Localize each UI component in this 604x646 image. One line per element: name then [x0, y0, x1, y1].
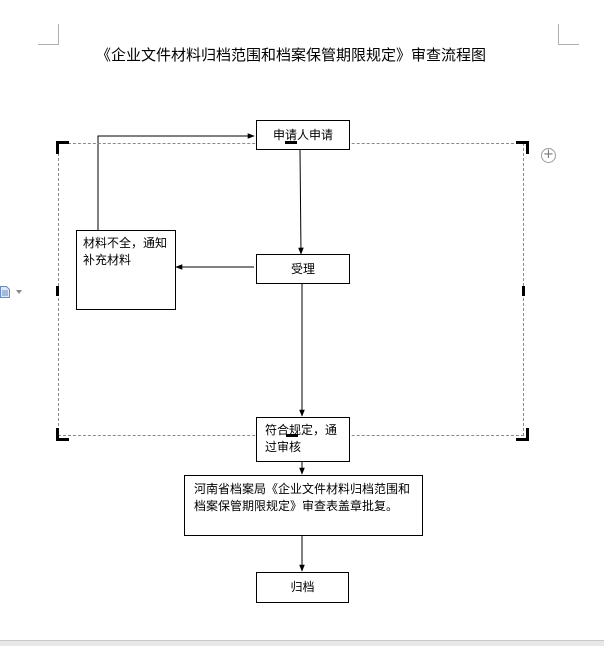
- node-bureau-approval[interactable]: 河南省档案局《企业文件材料归档范围和档案保管期限规定》审查表盖章批复。: [184, 475, 423, 536]
- selection-handle-right[interactable]: [522, 286, 525, 296]
- margin-corner-top-left: [38, 24, 59, 45]
- selection-corner-bottom-right[interactable]: [516, 428, 529, 441]
- selection-handle-bottom[interactable]: [286, 434, 298, 437]
- arrow-apply-to-accept: [298, 149, 304, 255]
- node-apply[interactable]: 申请人申请: [256, 120, 350, 150]
- selection-corner-top-left[interactable]: [56, 141, 69, 154]
- margin-corner-top-right: [558, 24, 579, 45]
- page-bottom-edge: [0, 640, 604, 646]
- page-title: 《企业文件材料归档范围和档案保管期限规定》审查流程图: [96, 46, 487, 64]
- plus-circle-icon[interactable]: +: [541, 148, 556, 163]
- selection-corner-bottom-left[interactable]: [56, 428, 69, 441]
- arrow-incomplete-to-apply: [97, 133, 255, 230]
- selection-handle-top[interactable]: [285, 141, 297, 144]
- selection-handle-left[interactable]: [56, 286, 59, 296]
- node-archive[interactable]: 归档: [256, 572, 349, 603]
- node-accept[interactable]: 受理: [256, 254, 350, 284]
- node-approved[interactable]: 符合规定，通过审核: [256, 417, 350, 462]
- selection-corner-top-right[interactable]: [516, 141, 529, 154]
- chevron-down-icon[interactable]: [16, 290, 22, 294]
- node-incomplete-materials[interactable]: 材料不全，通知补充材料: [76, 230, 176, 310]
- document-icon[interactable]: [0, 286, 10, 298]
